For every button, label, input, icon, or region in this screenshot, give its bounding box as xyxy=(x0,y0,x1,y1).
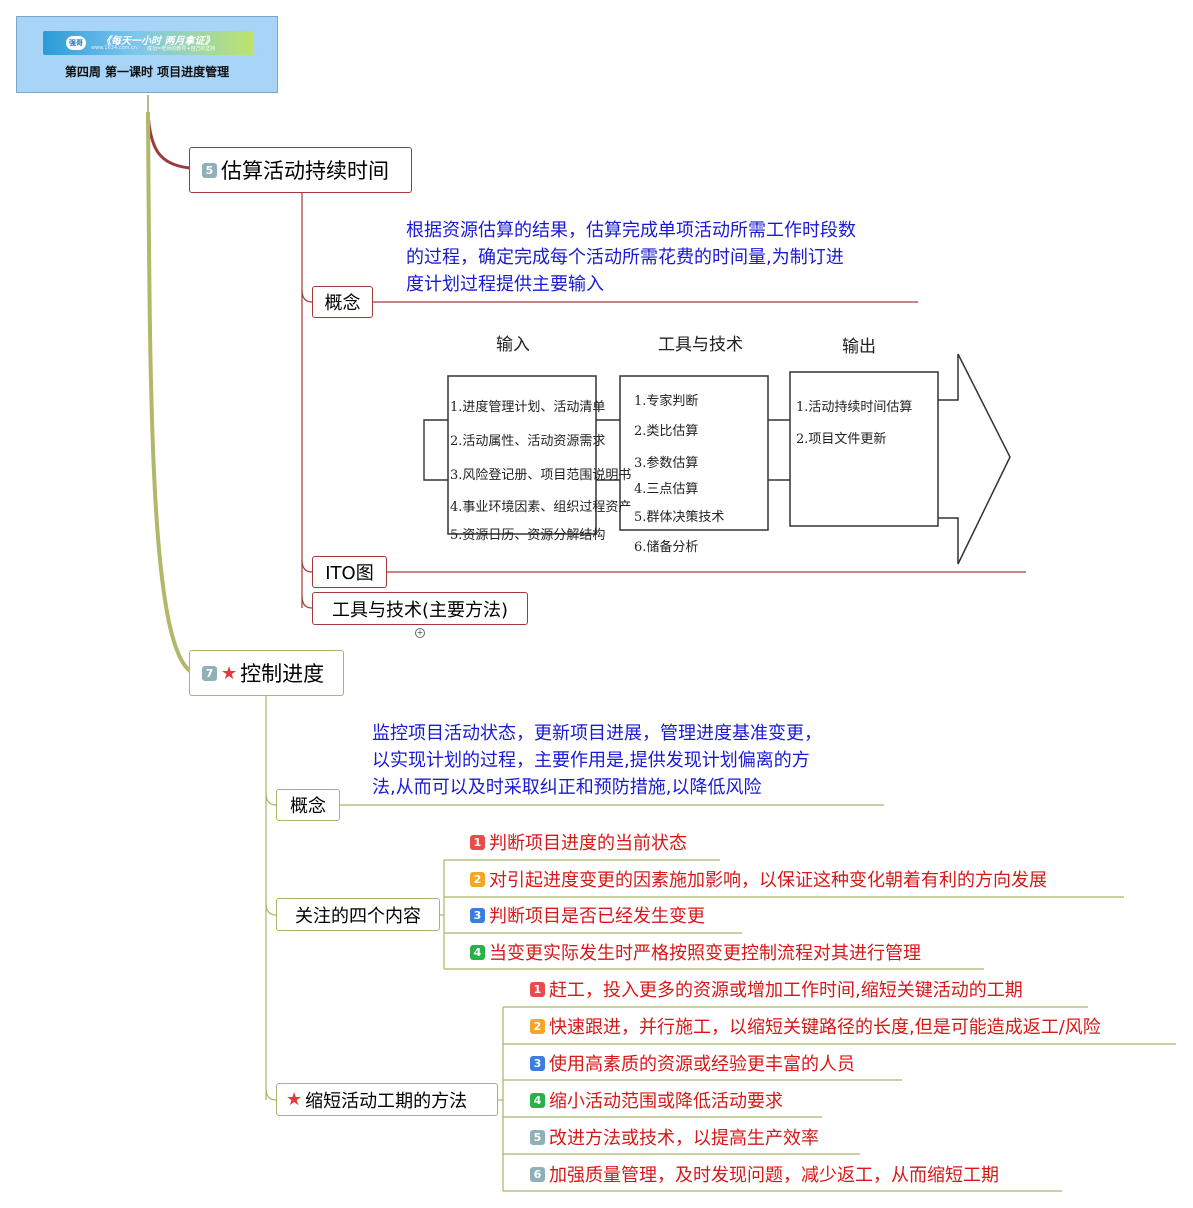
node-shorten-methods[interactable]: ★ 缩短活动工期的方法 xyxy=(276,1083,498,1116)
priority-1-icon: 1 xyxy=(470,834,485,850)
node-four-focus[interactable]: 关注的四个内容 xyxy=(276,898,440,931)
expand-icon[interactable]: + xyxy=(415,628,425,638)
focus-item[interactable]: 1 判断项目进度的当前状态 xyxy=(470,830,687,854)
concept-2-line: 法,从而可以及时采取纠正和预防措施,以降低风险 xyxy=(372,777,762,798)
concept-2-line: 监控项目活动状态，更新项目进展，管理进度基准变更， xyxy=(372,723,822,744)
logo-banner: 强哥 《每天一小时 两月拿证》 www.1634.com.cn 成功=老师的教导… xyxy=(43,31,253,55)
ito-input-item: 1.进度管理计划、活动清单 xyxy=(450,400,606,415)
shorten-item-text: 使用高素质的资源或经验更丰富的人员 xyxy=(549,1054,855,1075)
shorten-item[interactable]: 6 加强质量管理，及时发现问题，减少返工，从而缩短工期 xyxy=(530,1162,999,1186)
concept-1-line: 度计划过程提供主要输入 xyxy=(406,274,604,295)
shorten-item-text: 改进方法或技术，以提高生产效率 xyxy=(549,1128,819,1149)
priority-5-icon: 5 xyxy=(530,1129,545,1145)
node-concept-1-label: 概念 xyxy=(324,293,361,314)
ito-tool-item: 4.三点估算 xyxy=(634,482,699,497)
logo-url: www.1634.com.cn xyxy=(91,45,137,51)
concept-1-line: 根据资源估算的结果，估算完成单项活动所需工作时段数 xyxy=(406,220,856,241)
node-shorten-methods-label: 缩短活动工期的方法 xyxy=(305,1090,468,1112)
topic-estimate-duration[interactable]: 5 估算活动持续时间 xyxy=(189,147,412,193)
node-concept-2[interactable]: 概念 xyxy=(276,789,340,821)
node-ito-chart[interactable]: ITO图 xyxy=(312,556,387,588)
ito-diagram-frame xyxy=(423,353,1011,565)
ito-input-item: 4.事业环境因素、组织过程资产 xyxy=(450,500,632,515)
root-node[interactable]: 强哥 《每天一小时 两月拿证》 www.1634.com.cn 成功=老师的教导… xyxy=(16,16,278,93)
node-four-focus-label: 关注的四个内容 xyxy=(295,905,421,927)
ito-tool-item: 5.群体决策技术 xyxy=(634,510,725,525)
ito-input-item: 5.资源日历、资源分解结构 xyxy=(450,528,606,543)
ito-tools-header: 工具与技术 xyxy=(658,335,743,355)
root-title: 第四周 第一课时 项目进度管理 xyxy=(64,65,230,79)
ito-tool-item: 1.专家判断 xyxy=(634,394,699,409)
priority-6-icon: 6 xyxy=(530,1166,545,1182)
priority-4-icon: 4 xyxy=(530,1092,545,1108)
node-tools-methods-label: 工具与技术(主要方法) xyxy=(331,599,509,621)
topic-control-schedule[interactable]: 7 ★ 控制进度 xyxy=(189,650,344,696)
topic-control-schedule-label: 控制进度 xyxy=(240,662,325,686)
ito-tool-item: 3.参数估算 xyxy=(634,456,699,471)
priority-2-icon: 2 xyxy=(530,1018,545,1034)
node-concept-2-label: 概念 xyxy=(290,796,326,817)
shorten-item[interactable]: 2 快速跟进，并行施工，以缩短关键路径的长度,但是可能造成返工/风险 xyxy=(530,1014,1101,1038)
concept-1-line: 的过程，确定完成每个活动所需花费的时间量,为制订进 xyxy=(406,247,844,268)
ito-diagram: 输入 工具与技术 输出 1.进度管理计划、活动清单 2.活动属性、活动资源需求 … xyxy=(422,322,1014,566)
shorten-item[interactable]: 1 赶工，投入更多的资源或增加工作时间,缩短关键活动的工期 xyxy=(530,977,1023,1001)
shorten-item[interactable]: 3 使用高素质的资源或经验更丰富的人员 xyxy=(530,1051,855,1075)
focus-item[interactable]: 3 判断项目是否已经发生变更 xyxy=(470,903,705,927)
priority-3-icon: 3 xyxy=(470,907,485,923)
priority-5-icon: 5 xyxy=(202,162,217,178)
ito-tool-item: 2.类比估算 xyxy=(634,424,699,439)
star-icon: ★ xyxy=(286,1089,303,1110)
node-concept-1[interactable]: 概念 xyxy=(312,286,373,318)
star-icon: ★ xyxy=(221,662,238,684)
priority-1-icon: 1 xyxy=(530,981,545,997)
logo-badge: 强哥 xyxy=(66,36,86,50)
priority-2-icon: 2 xyxy=(470,871,485,887)
shorten-item[interactable]: 4 缩小活动范围或降低活动要求 xyxy=(530,1088,783,1112)
priority-3-icon: 3 xyxy=(530,1055,545,1071)
focus-item-text: 当变更实际发生时严格按照变更控制流程对其进行管理 xyxy=(489,943,921,964)
focus-item[interactable]: 2 对引起进度变更的因素施加影响，以保证这种变化朝着有利的方向发展 xyxy=(470,867,1047,891)
logo-slogan: 《每天一小时 两月拿证》 xyxy=(101,36,215,47)
shorten-item-text: 加强质量管理，及时发现问题，减少返工，从而缩短工期 xyxy=(549,1165,999,1186)
shorten-item-text: 快速跟进，并行施工，以缩短关键路径的长度,但是可能造成返工/风险 xyxy=(549,1017,1101,1038)
ito-output-item: 1.活动持续时间估算 xyxy=(796,400,913,415)
ito-input-item: 3.风险登记册、项目范围说明书 xyxy=(450,468,632,483)
node-tools-methods[interactable]: 工具与技术(主要方法) xyxy=(312,592,528,625)
ito-input-header: 输入 xyxy=(496,335,530,355)
shorten-item-text: 缩小活动范围或降低活动要求 xyxy=(549,1091,783,1112)
focus-item-text: 对引起进度变更的因素施加影响，以保证这种变化朝着有利的方向发展 xyxy=(489,870,1047,891)
focus-item-text: 判断项目是否已经发生变更 xyxy=(489,906,705,927)
topic-estimate-duration-label: 估算活动持续时间 xyxy=(221,159,389,183)
focus-item[interactable]: 4 当变更实际发生时严格按照变更控制流程对其进行管理 xyxy=(470,940,921,964)
shorten-item-text: 赶工，投入更多的资源或增加工作时间,缩短关键活动的工期 xyxy=(549,980,1023,1001)
node-ito-chart-label: ITO图 xyxy=(325,563,374,584)
concept-2-text: 监控项目活动状态，更新项目进展，管理进度基准变更， 以实现计划的过程，主要作用是… xyxy=(372,720,822,801)
ito-input-item: 2.活动属性、活动资源需求 xyxy=(450,434,606,449)
shorten-item[interactable]: 5 改进方法或技术，以提高生产效率 xyxy=(530,1125,819,1149)
focus-item-text: 判断项目进度的当前状态 xyxy=(489,833,687,854)
priority-4-icon: 4 xyxy=(470,944,485,960)
logo-tagline: 成功=老师的教导+自己的坚持 xyxy=(147,46,216,52)
ito-output-header: 输出 xyxy=(842,337,876,357)
priority-7-icon: 7 xyxy=(202,665,217,681)
ito-output-item: 2.项目文件更新 xyxy=(796,432,887,447)
concept-2-line: 以实现计划的过程，主要作用是,提供发现计划偏离的方 xyxy=(372,750,810,771)
ito-tool-item: 6.储备分析 xyxy=(634,540,699,555)
concept-1-text: 根据资源估算的结果，估算完成单项活动所需工作时段数 的过程，确定完成每个活动所需… xyxy=(406,217,856,298)
